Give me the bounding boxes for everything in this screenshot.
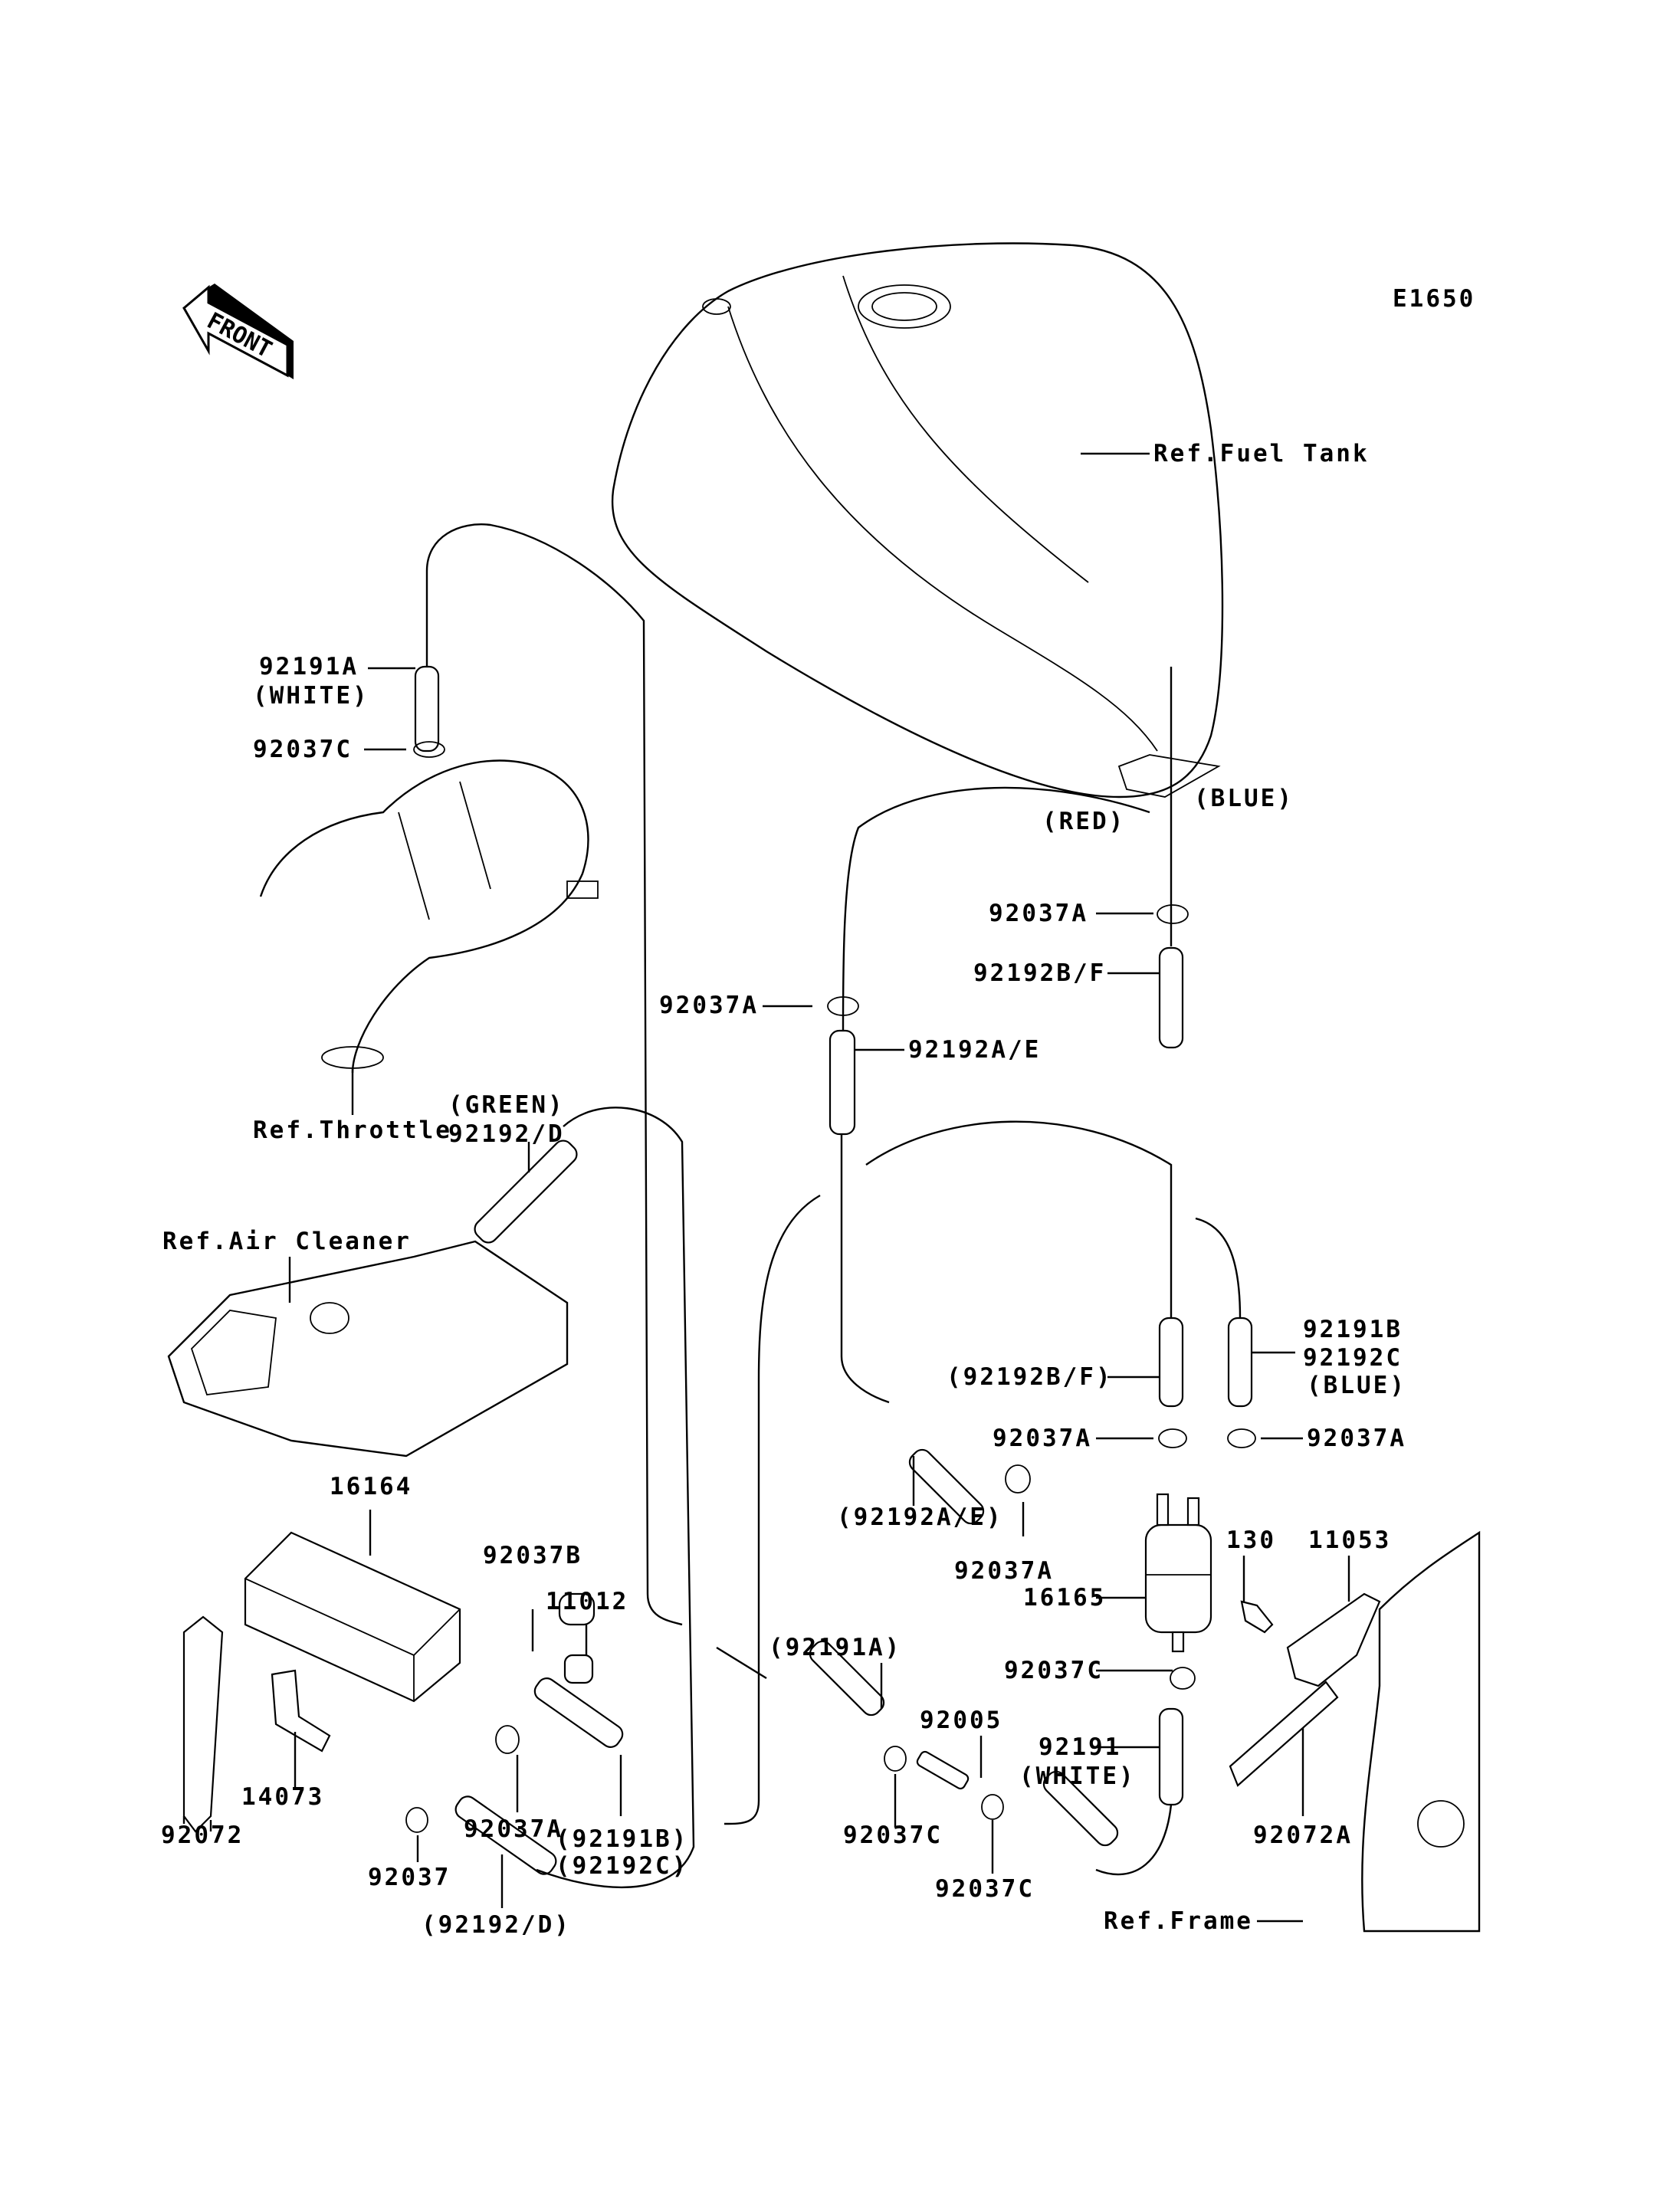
callout-c1: 92191A — [259, 653, 359, 680]
joint-14073 — [271, 1669, 331, 1753]
callout-c10: 92191B — [1303, 1316, 1403, 1343]
bracket-92072 — [182, 1615, 224, 1833]
canister — [244, 1510, 461, 1703]
callout-c20: 92037B — [483, 1542, 582, 1569]
callout-c12: 92037A — [993, 1425, 1092, 1452]
plug-11012 — [563, 1654, 594, 1684]
callout-c16: 16165 — [1023, 1584, 1106, 1612]
diagram-code: E1650 — [1393, 285, 1475, 313]
hoses — [414, 665, 1253, 1875]
callout-labels: 92191A (WHITE) 92037C (RED) (BLUE) 92037… — [161, 653, 1406, 1939]
callout-c3: (RED) — [1042, 808, 1125, 835]
callout-c13: 92037A — [1307, 1425, 1406, 1452]
callout-c8: 92192A/E — [908, 1036, 1041, 1064]
fuel-tank — [611, 242, 1224, 798]
callout-c25: 92191 — [1039, 1733, 1121, 1761]
ref-air-cleaner-label: Ref.Air Cleaner — [162, 1228, 412, 1255]
callout-c5: 92037A — [989, 900, 1088, 927]
callout-c24: 92037C — [1004, 1657, 1104, 1684]
callout-c15: 92037A — [954, 1557, 1054, 1585]
callout-c10-sub1: 92192C — [1303, 1344, 1403, 1372]
callout-c23: 92005 — [920, 1707, 1002, 1734]
callout-c25-sub: (WHITE) — [1019, 1763, 1136, 1790]
callout-c30-sub: (92192C) — [556, 1852, 688, 1880]
leader-lines — [182, 667, 1350, 1908]
callout-c30: (92191B) — [556, 1825, 688, 1853]
callout-c7: 92037A — [659, 992, 759, 1019]
ref-throttle-label: Ref.Throttle — [253, 1117, 452, 1144]
clamps — [405, 741, 1256, 1833]
front-arrow-icon: FRONT — [182, 284, 294, 379]
callout-c9-sub: 92192/D — [448, 1120, 565, 1148]
callout-c11: (92192B/F) — [947, 1363, 1113, 1391]
callout-c1-sub: (WHITE) — [253, 682, 369, 710]
callout-c2: 92037C — [253, 736, 353, 763]
callout-c21: 11012 — [546, 1588, 628, 1615]
callout-c26: 14073 — [241, 1783, 324, 1811]
valve-92005 — [916, 1750, 970, 1790]
callout-c17: 130 — [1226, 1526, 1276, 1554]
routing-lines — [425, 523, 1242, 1889]
bolt-130 — [1240, 1600, 1274, 1634]
callout-c29: 92037 — [368, 1864, 451, 1891]
air-cleaner — [167, 1240, 569, 1458]
bracket-11053 — [1286, 1592, 1381, 1687]
callout-c14: (92192A/E) — [837, 1503, 1003, 1531]
callout-c9: (GREEN) — [448, 1091, 565, 1119]
ref-fuel-tank-label: Ref.Fuel Tank — [1153, 440, 1370, 467]
callout-c22: (92191A) — [769, 1634, 901, 1661]
callout-c27: 92037A — [464, 1815, 563, 1843]
callout-c18: 11053 — [1308, 1526, 1391, 1554]
fuel-filter — [1144, 1493, 1212, 1653]
callout-c4: (BLUE) — [1194, 785, 1294, 812]
callout-c19: 16164 — [330, 1473, 412, 1500]
callout-c33: 92037C — [935, 1875, 1035, 1903]
throttle-body — [259, 759, 599, 1115]
callout-c6: 92192B/F — [973, 959, 1106, 987]
callout-c32: 92037C — [843, 1822, 943, 1849]
callout-c31: (92192/D) — [422, 1911, 571, 1939]
callout-c34: 92072A — [1253, 1822, 1353, 1849]
callout-c28: 92072 — [161, 1822, 244, 1849]
ref-frame-label: Ref.Frame — [1104, 1907, 1253, 1935]
frame — [1361, 1530, 1481, 1933]
bracket-92072A — [1229, 1681, 1339, 1787]
callout-c10-sub2: (BLUE) — [1307, 1372, 1406, 1399]
